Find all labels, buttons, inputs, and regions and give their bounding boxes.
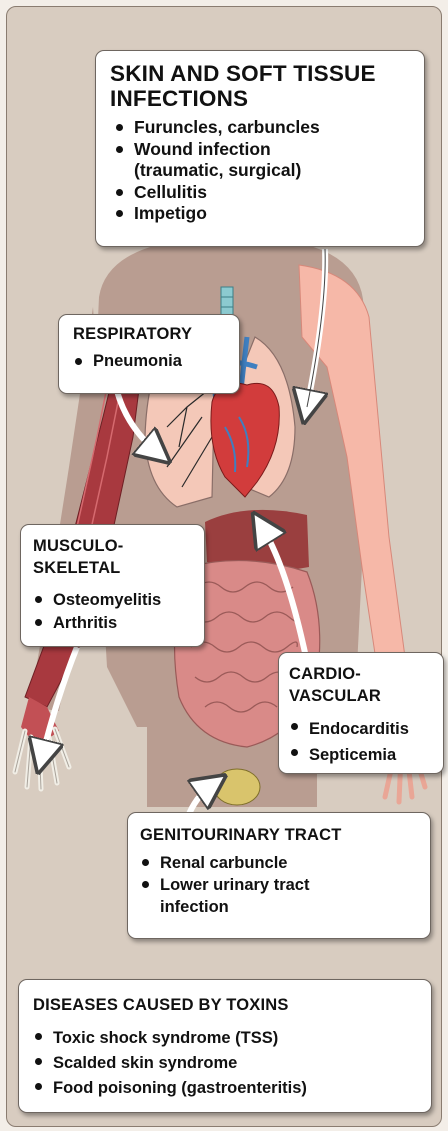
genitourinary-list: Renal carbuncle Lower urinary tract infe… bbox=[140, 852, 420, 918]
toxin-diseases-list: Toxic shock syndrome (TSS) Scalded skin … bbox=[33, 1026, 421, 1101]
list-item: Impetigo bbox=[134, 203, 412, 225]
cardiovascular-box: CARDIO-VASCULAR Endocarditis Septicemia bbox=[278, 652, 444, 774]
list-item: Pneumonia bbox=[93, 351, 229, 371]
respiratory-list: Pneumonia bbox=[73, 351, 229, 371]
list-item: Toxic shock syndrome (TSS) bbox=[53, 1026, 421, 1051]
list-item: Cellulitis bbox=[134, 182, 412, 204]
list-item: Lower urinary tract infection bbox=[160, 874, 360, 918]
skin-infections-box: SKIN AND SOFT TISSUE INFECTIONS Furuncle… bbox=[95, 50, 425, 247]
list-item: Septicemia bbox=[309, 742, 435, 768]
list-item: Osteomyelitis bbox=[53, 589, 194, 612]
skin-infections-title: SKIN AND SOFT TISSUE INFECTIONS bbox=[110, 61, 412, 111]
cardiovascular-list: Endocarditis Septicemia bbox=[289, 716, 435, 768]
musculoskeletal-list: Osteomyelitis Arthritis bbox=[33, 589, 194, 635]
cardiovascular-title: CARDIO-VASCULAR bbox=[289, 663, 389, 707]
respiratory-box: RESPIRATORY Pneumonia bbox=[58, 314, 240, 394]
list-item: Food poisoning (gastroenteritis) bbox=[53, 1076, 421, 1101]
musculoskeletal-box: MUSCULO-SKELETAL Osteomyelitis Arthritis bbox=[20, 524, 205, 647]
list-item: Renal carbuncle bbox=[160, 852, 420, 874]
skin-infections-list: Furuncles, carbuncles Wound infection (t… bbox=[110, 117, 412, 225]
respiratory-title: RESPIRATORY bbox=[73, 324, 229, 344]
list-item: Endocarditis bbox=[309, 716, 435, 742]
list-item: Furuncles, carbuncles bbox=[134, 117, 412, 139]
list-item: Scalded skin syndrome bbox=[53, 1051, 421, 1076]
musculoskeletal-title: MUSCULO-SKELETAL bbox=[33, 535, 153, 579]
list-item: Wound infection (traumatic, surgical) bbox=[134, 139, 344, 182]
genitourinary-box: GENITOURINARY TRACT Renal carbuncle Lowe… bbox=[127, 812, 431, 939]
list-item: Arthritis bbox=[53, 612, 194, 635]
toxin-diseases-title: DISEASES CAUSED BY TOXINS bbox=[33, 994, 421, 1016]
genitourinary-title: GENITOURINARY TRACT bbox=[140, 824, 420, 846]
bladder bbox=[214, 769, 260, 805]
toxin-diseases-box: DISEASES CAUSED BY TOXINS Toxic shock sy… bbox=[18, 979, 432, 1113]
